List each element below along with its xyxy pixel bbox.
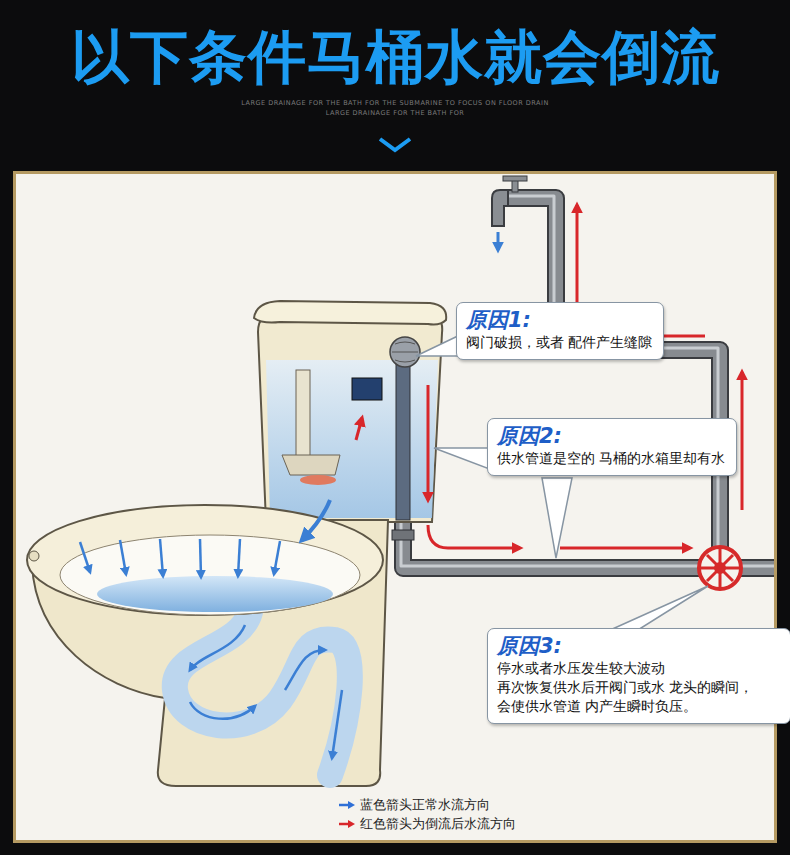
flow-arrow-reverse [427,385,430,500]
flow-arrow-normal [190,625,245,670]
flow-arrow-normal [190,702,255,719]
flow-arrow-normal [238,539,240,576]
subtitle-text: LARGE DRAINAGE FOR THE BATH FOR THE SUBM… [0,99,790,107]
flow-arrow-normal [120,540,126,574]
flow-arrow-normal [285,650,325,690]
valve-ball-ribs [392,342,418,362]
faucet-spout [492,190,508,226]
flow-arrow-reverse [560,547,690,550]
callout-heading: 原因3: [497,633,781,659]
callout-tail [434,448,492,470]
pipes [392,196,774,589]
subtitle-text: LARGE DRAINAGE FOR THE BATH FOR [0,109,790,117]
callout-heading: 原因1: [466,307,654,333]
callout-box: 原因1:阀门破损，或者 配件产生缝隙 [456,302,664,360]
legend-swatch [338,800,356,810]
toilet-tank [258,311,442,522]
flow-arrow-normal [302,500,330,540]
flow-arrow-reverse [428,525,520,548]
legend-row: 红色箭头为倒流后水流方向 [338,815,516,833]
rim-nub [29,551,39,561]
pipe-highlight [508,196,718,568]
legend-text: 蓝色箭头正常水流方向 [360,796,490,814]
pipe-coupling [392,530,414,540]
flow-arrow-reverse [356,418,362,440]
callout-tail [542,478,572,558]
toilet-rim [27,505,383,615]
trapway [175,612,350,775]
callout-body: 阀门破损，或者 配件产生缝隙 [466,333,654,352]
flow-arrows-reverse [428,205,742,548]
callout-body: 停水或者水压发生较大波动 再次恢复供水后开阀门或水 龙头的瞬间，会使供水管道 内… [497,659,781,716]
bowl-water [97,576,333,612]
flow-arrow-normal [160,539,163,576]
swatch-head [348,801,355,809]
callout-heading: 原因2: [497,423,727,449]
swatch-head [348,820,355,828]
bowl-opening [60,535,360,615]
valve-hub [714,562,726,574]
page-title: 以下条件马桶水就会倒流 [0,22,790,92]
legend-text: 红色箭头为倒流后水流方向 [360,815,516,833]
callout-body: 供水管道是空的 马桶的水箱里却有水 [497,449,727,468]
toilet-body [32,520,388,786]
legend-row: 蓝色箭头正常水流方向 [338,796,490,814]
valve-spokes [701,549,739,587]
flow-arrow-reverse [741,372,744,510]
valve-ball [390,337,420,367]
panel [15,173,776,842]
flapper [300,475,336,485]
fill-valve [396,360,410,520]
faucet-handle [503,176,527,181]
tank-lid [254,301,446,325]
flow-arrow-normal [497,232,500,250]
flush-valve [282,455,340,475]
flow-arrow-normal [332,690,342,758]
valve-wheel [699,547,741,589]
flow-arrow-normal [200,539,201,577]
faucet-stem [512,180,518,192]
flow-arrow-normal [80,542,90,572]
callout-box: 原因2:供水管道是空的 马桶的水箱里却有水 [487,418,737,476]
tank-water [266,360,438,518]
float-cup [352,378,382,400]
chevron [380,139,410,150]
pipe [508,198,720,568]
overflow-tube [296,370,310,460]
pipe-outline [508,198,720,568]
flow-arrows-normal [80,500,342,758]
flow-arrow-normal [274,541,280,574]
legend-swatch [338,819,356,829]
callout-box: 原因3:停水或者水压发生较大波动 再次恢复供水后开阀门或水 龙头的瞬间，会使供水… [487,628,790,724]
callout-tails [416,334,708,640]
